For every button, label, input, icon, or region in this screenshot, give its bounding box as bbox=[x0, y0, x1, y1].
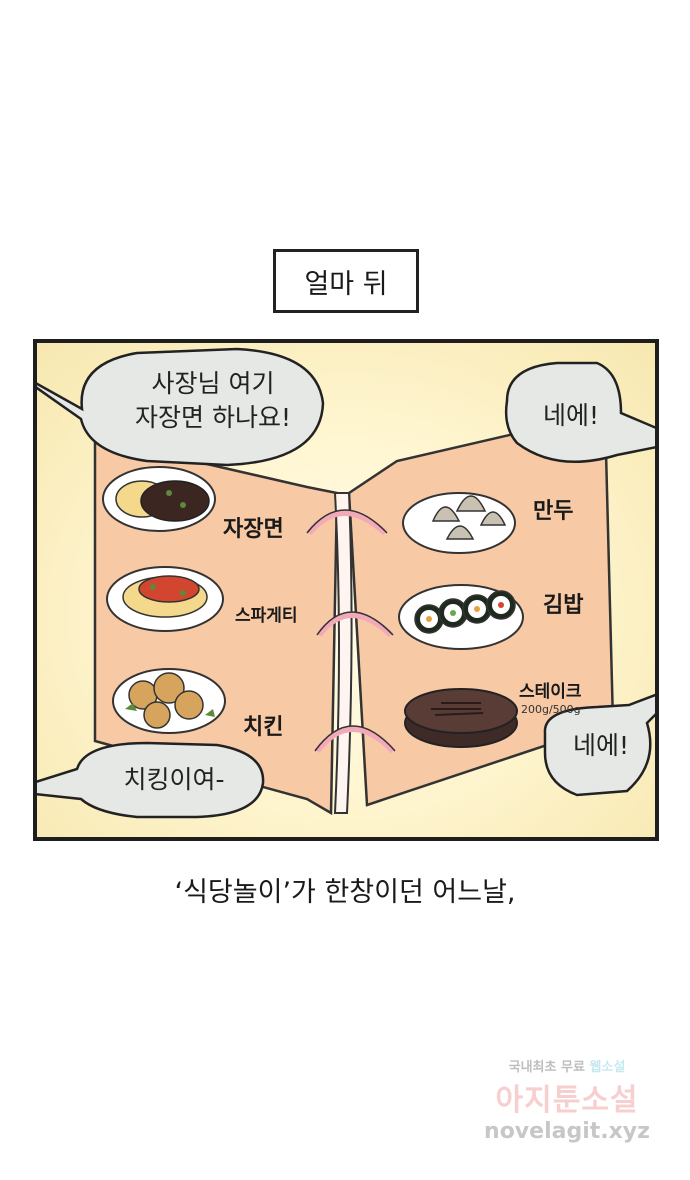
binder-ring-icon bbox=[306, 510, 396, 754]
menu-item-spaghetti: 스파게티 bbox=[235, 606, 298, 626]
steak-icon bbox=[404, 688, 518, 748]
menu-item-dumpling: 만두 bbox=[533, 499, 574, 524]
speech-bubble-top-right bbox=[504, 361, 655, 463]
gimbap-plate-icon bbox=[398, 584, 524, 650]
watermark: 국내최초 무료 웹소설 아지툰소설 novelagit.xyz bbox=[472, 1056, 662, 1144]
bubble-text-bottom-right: 네에! bbox=[572, 731, 630, 760]
speech-bubble-bottom-right bbox=[543, 693, 655, 797]
watermark-brand: 아지툰소설 bbox=[495, 1083, 639, 1118]
menu-item-chicken: 치킨 bbox=[243, 715, 284, 740]
watermark-url: novelagit.xyz bbox=[484, 1119, 650, 1144]
jajangmyeon-plate-icon bbox=[102, 466, 216, 532]
bubble-line-2: 자장면 하나요! bbox=[135, 403, 291, 432]
spaghetti-plate-icon bbox=[106, 566, 224, 632]
chicken-plate-icon bbox=[112, 668, 226, 734]
dumpling-plate-icon bbox=[402, 492, 516, 554]
scene-caption: 얼마 뒤 bbox=[304, 268, 388, 300]
menu-spine bbox=[333, 492, 353, 814]
bubble-line-1: 사장님 여기 bbox=[151, 369, 275, 398]
watermark-line-1: 국내최초 무료 웹소설 bbox=[472, 1056, 662, 1075]
watermark-tagline: 국내최초 무료 bbox=[508, 1060, 585, 1075]
speech-bubble-top-left bbox=[37, 347, 325, 467]
bubble-text-top-right: 네에! bbox=[542, 401, 600, 430]
speech-bubble-bottom-left bbox=[37, 741, 265, 819]
scene-caption-box: 얼마 뒤 bbox=[273, 249, 419, 313]
bubble-text-bottom-left: 치킹이여- bbox=[123, 765, 225, 794]
bubble-text-top-left: 사장님 여기 자장면 하나요! bbox=[113, 367, 313, 435]
watermark-highlight: 웹소설 bbox=[589, 1060, 626, 1075]
menu-item-gimbap: 김밥 bbox=[543, 593, 584, 618]
narration-text: ‘식당놀이’가 한창이던 어느날, bbox=[174, 877, 516, 908]
comic-panel: 사장님 여기 자장면 하나요! 네에! 치킹이여- 네에! 자장면 스파게티 치… bbox=[33, 339, 659, 841]
menu-item-jajangmyeon: 자장면 bbox=[223, 517, 284, 542]
menu-item-steak: 스테이크 bbox=[519, 682, 582, 702]
menu-illustration bbox=[37, 347, 655, 819]
menu-item-steak-weight: 200g/500g bbox=[521, 703, 581, 716]
